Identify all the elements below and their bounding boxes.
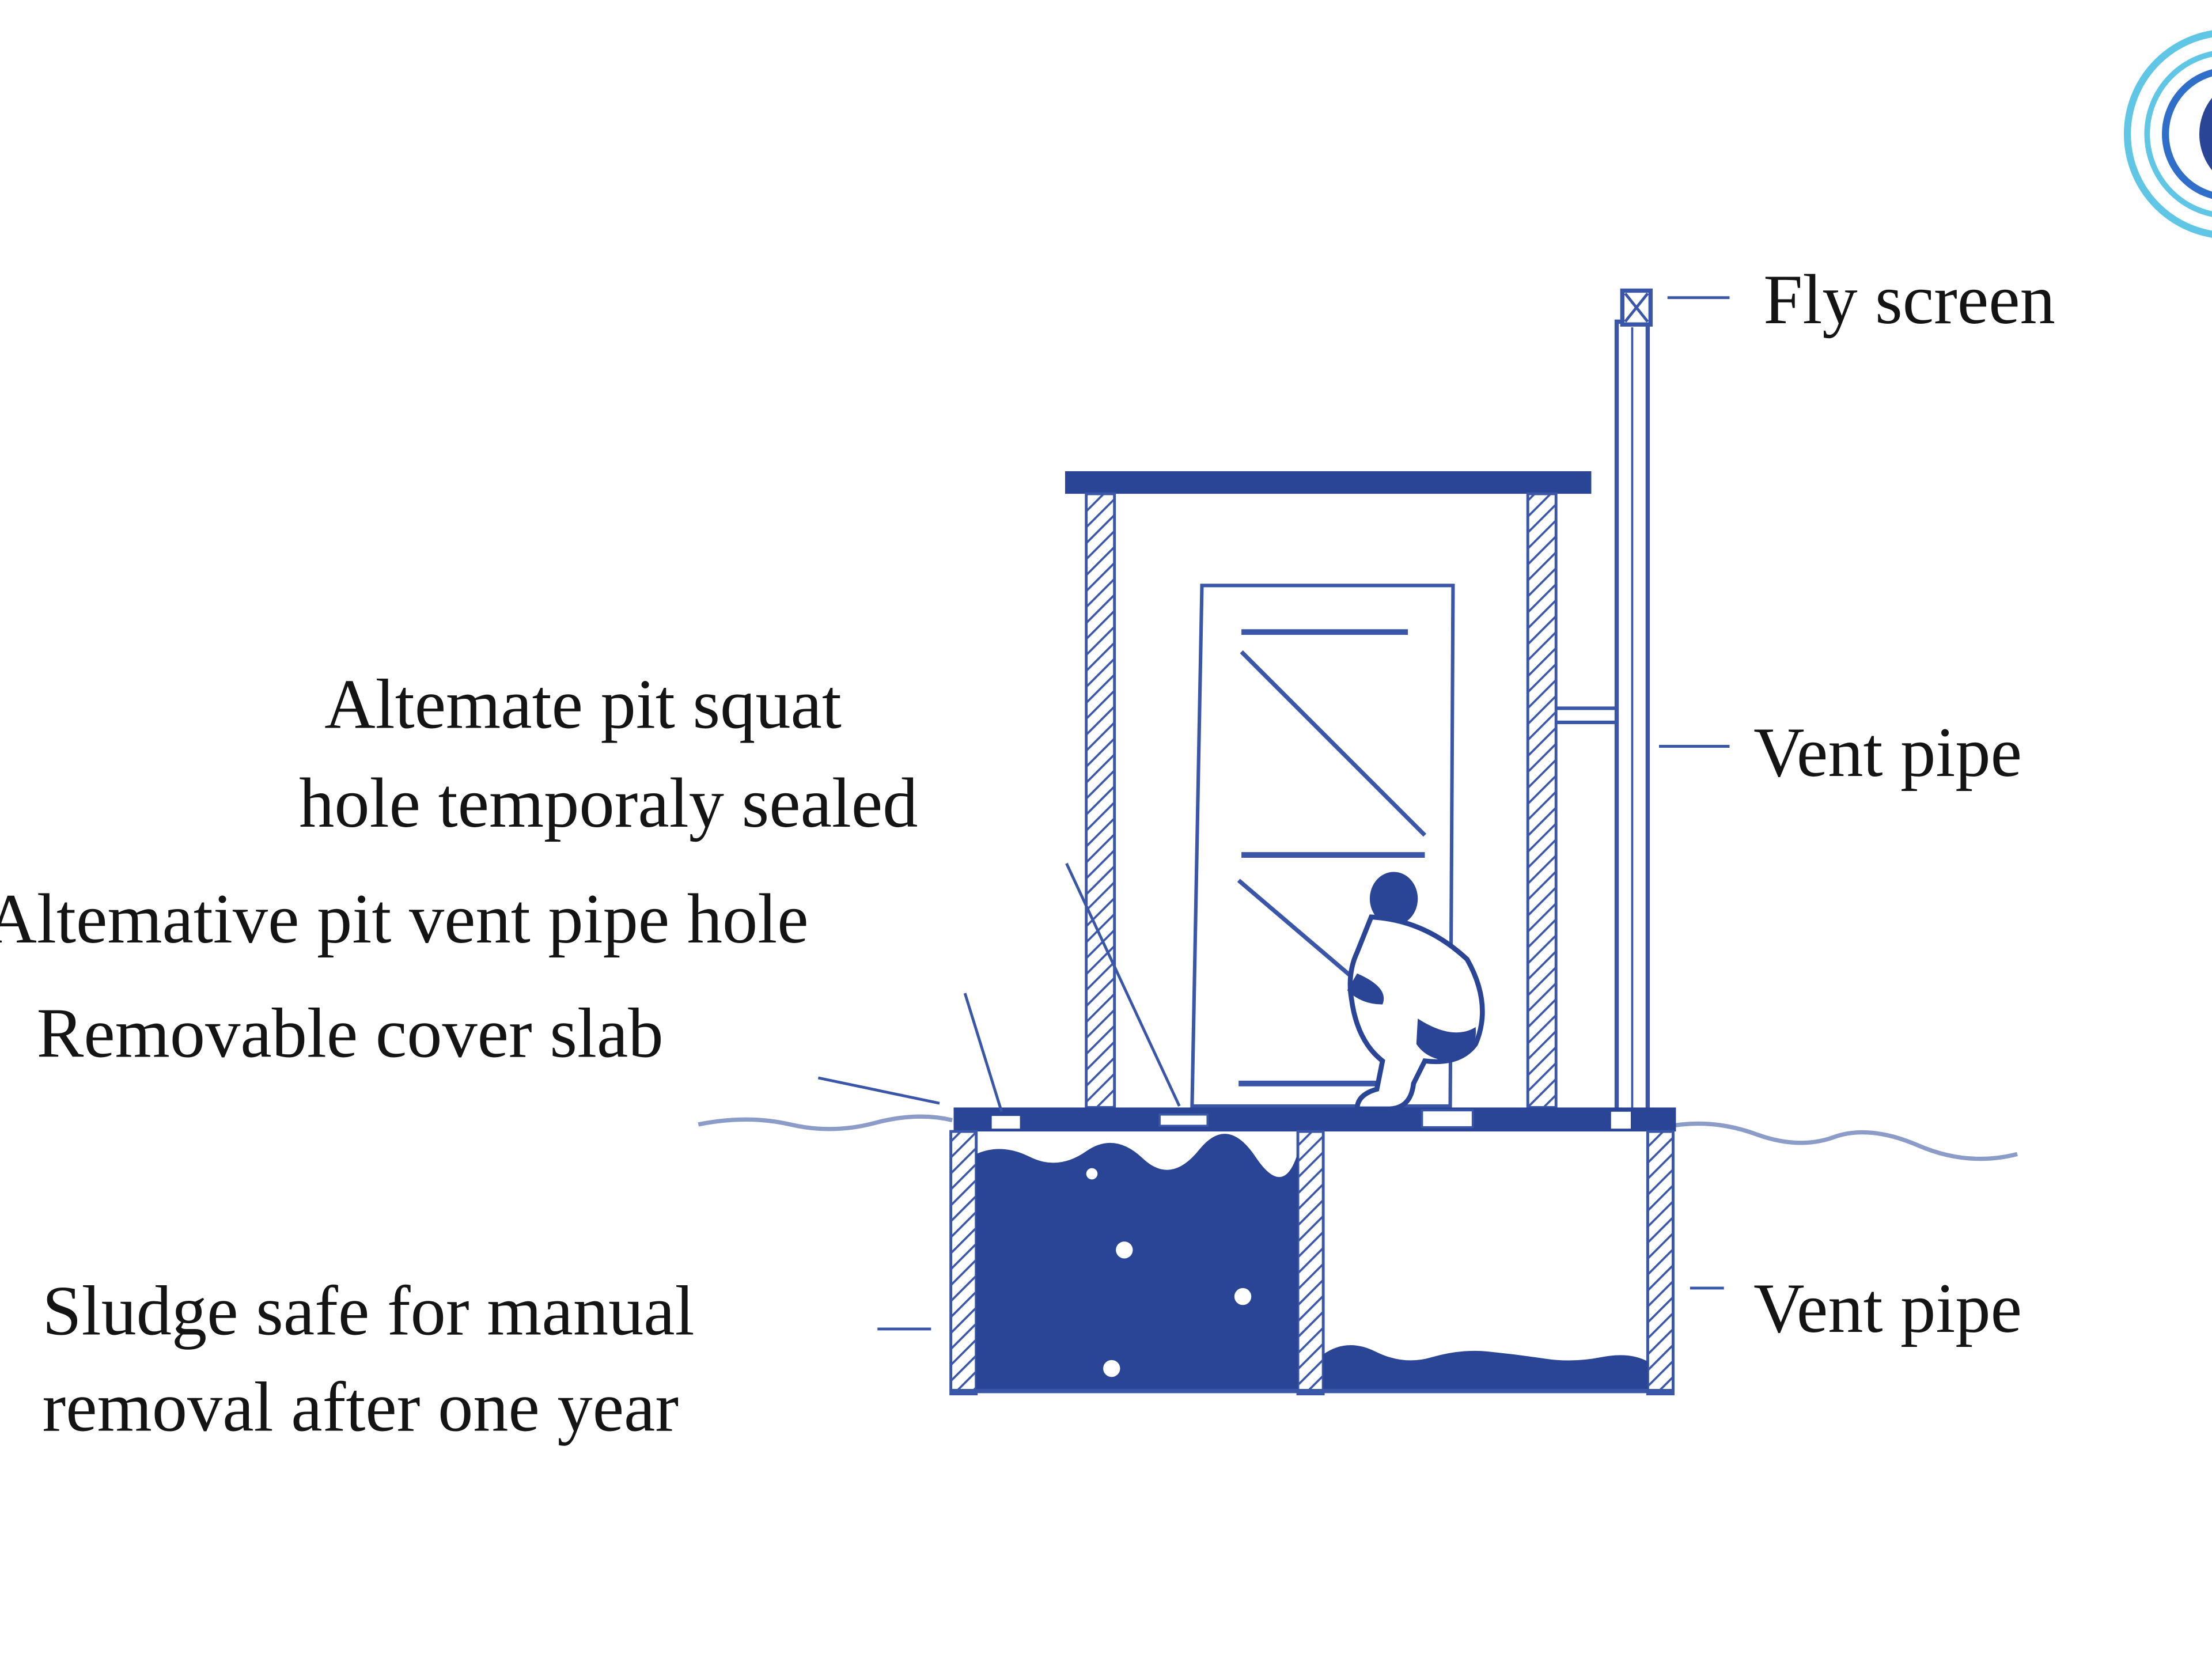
alternate-squat-hole-label-line2: hole temporaly sealed <box>299 764 918 842</box>
floor-slab <box>953 1107 1676 1132</box>
sludge-label-line2: removal after one year <box>42 1368 679 1446</box>
left-wall <box>1085 492 1116 1109</box>
pit-right-wall <box>1646 1130 1675 1396</box>
sealed-squat-hole <box>1158 1113 1209 1127</box>
vent-pipe-slab-hole <box>1611 1111 1631 1129</box>
filling-pit-sludge <box>1323 1345 1648 1390</box>
spiral-logo-icon <box>2123 30 2212 238</box>
roof-slab <box>1065 471 1592 494</box>
right-wall <box>1526 492 1558 1109</box>
removable-cover-slab-label: Removable cover slab <box>37 994 664 1072</box>
vent-pipe <box>1614 319 1650 1123</box>
squat-hole <box>1421 1109 1474 1129</box>
squatting-person-icon <box>1347 872 1485 1112</box>
fly-screen-icon <box>1620 288 1653 327</box>
vent-pipe-upper-label: Vent pipe <box>1753 714 2022 792</box>
vent-pipe-bracket <box>1556 706 1617 724</box>
leader-lines <box>817 296 1730 1331</box>
vent-pipe-lower-label: Vent pipe <box>1753 1270 2022 1347</box>
door <box>1190 584 1455 1108</box>
ground-line <box>698 1114 2018 1161</box>
fly-screen-label: Fly screen <box>1763 261 2055 339</box>
sludge-label-line1: Sludge safe for manual <box>42 1273 694 1350</box>
alternative-vent-pipe-hole <box>991 1116 1020 1129</box>
sludge-bubbles <box>1086 1168 1252 1377</box>
alternate-squat-hole-label-line1: Altemate pit squat <box>324 666 842 744</box>
pit-divider-wall <box>1296 1130 1325 1396</box>
pit-left-wall <box>949 1130 978 1396</box>
alternative-vent-hole-label: Altemative pit vent pipe hole <box>0 880 809 958</box>
full-pit-sludge <box>976 1134 1298 1390</box>
